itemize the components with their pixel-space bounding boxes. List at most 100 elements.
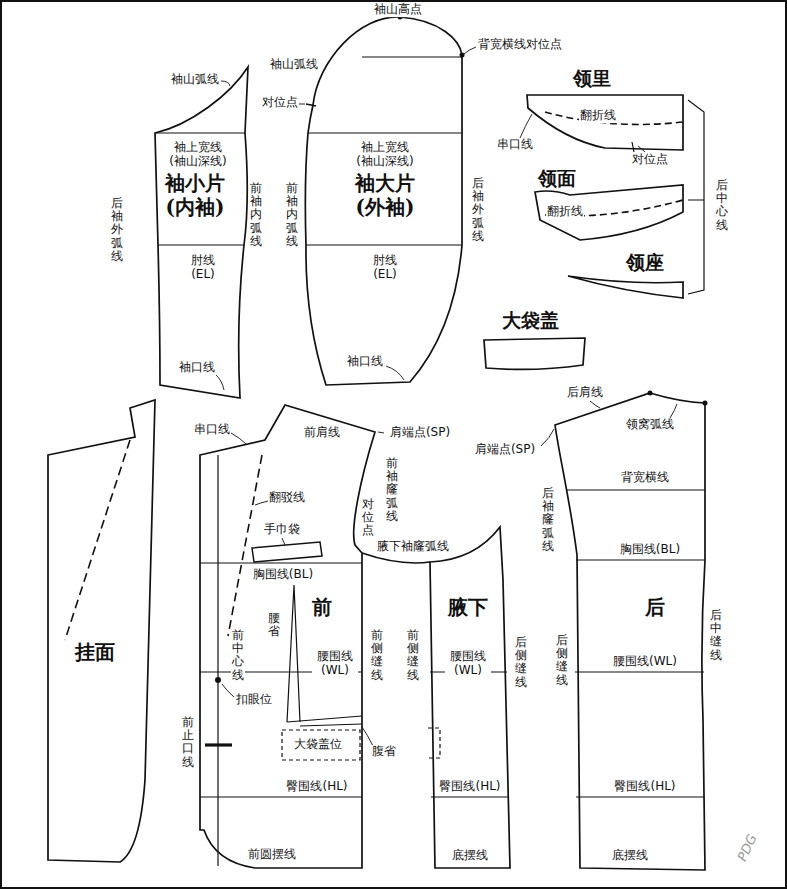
piece-name: 袖大片 (外袖): [345, 171, 425, 219]
pattern-line: [567, 490, 705, 797]
callout-label: 前袖内弧线: [285, 181, 299, 249]
leader-line: [362, 727, 373, 746]
callout-label: 对位点: [631, 153, 669, 167]
callout-label: 腹省: [371, 745, 397, 759]
dart: [287, 716, 362, 726]
callout-label: 前侧缝线: [406, 628, 420, 683]
leader-line: [590, 401, 600, 408]
piece-outline: [484, 338, 585, 369]
callout-label: 后中缝线: [709, 608, 723, 663]
leader-line: [378, 432, 384, 433]
callout-label: 袖山弧线: [170, 73, 220, 87]
callout-label: 肩端点(SP): [389, 426, 451, 440]
fold-line: [228, 455, 262, 636]
piece-outline: [155, 67, 248, 398]
pattern-line: [200, 563, 362, 797]
pattern-line: [217, 455, 218, 866]
callout-label: 袖上宽线 (袖山深线): [164, 141, 232, 169]
piece-name: 腋下: [448, 595, 488, 619]
callout-label: 底摆线: [451, 849, 489, 863]
callout-label: 翻折线: [546, 205, 584, 219]
bracket: [688, 100, 704, 294]
pattern-line: [306, 57, 462, 245]
callout-label: 前肩线: [303, 426, 341, 440]
piece-name: 后: [645, 595, 665, 619]
pocket-position: [428, 728, 440, 758]
callout-label: 后肩线: [566, 386, 604, 400]
pattern-piece: 袖小片 (内袖): [150, 62, 252, 402]
callout-label: 肩端点(SP): [474, 443, 536, 457]
callout-label: 大袋盖位: [293, 738, 343, 752]
leader-line: [231, 433, 246, 444]
callout-label: 翻驳线: [268, 491, 306, 505]
callout-label: 臀围线(HL): [285, 780, 348, 794]
leader-line: [541, 429, 554, 446]
armhole-line: [362, 553, 430, 563]
callout-label: 腰围线 (WL): [445, 650, 491, 678]
callout-label: 臀围线(HL): [613, 780, 676, 794]
callout-label: 后袖外弧线: [110, 196, 124, 264]
piece-outline: [200, 405, 375, 868]
callout-label: 背宽横线对位点: [477, 38, 563, 52]
callout-label: 对位点: [261, 96, 299, 110]
pattern-piece: 大袋盖: [478, 305, 590, 375]
callout-label: 后袖窿弧线: [541, 486, 555, 554]
piece-outline: [527, 95, 683, 150]
piece-name: 领面: [538, 167, 576, 190]
callout-label: 后袖外弧线: [471, 176, 485, 244]
notch-mark: [306, 104, 316, 106]
callout-label: 背宽横线: [620, 471, 670, 485]
callout-label: 袖口线: [346, 355, 384, 369]
callout-label: 肘线 (EL): [364, 254, 406, 282]
pattern-line: [155, 133, 245, 245]
pattern-piece: 前: [196, 400, 380, 874]
leader-line: [464, 47, 476, 54]
callout-label: 领窝弧线: [625, 418, 675, 432]
piece-outline: [568, 276, 683, 298]
callout-label: 后中心线: [715, 178, 729, 233]
callout-label: 腋下袖窿弧线: [376, 540, 450, 554]
leader-line: [282, 538, 285, 545]
callout-label: 腰围线(WL): [612, 655, 678, 669]
leader-line: [215, 374, 224, 390]
pattern-piece: 领座: [562, 248, 688, 302]
leader-line: [670, 404, 677, 418]
piece-outline: [196, 400, 380, 874]
piece-outline: [44, 396, 160, 866]
callout-label: 腰省: [267, 611, 281, 639]
piece-outline: [550, 388, 710, 874]
pattern-piece: 袖大片 (外袖): [300, 12, 468, 390]
piece-outline: [555, 393, 705, 870]
piece-name: 前: [312, 595, 332, 619]
piece-outline: [425, 522, 515, 874]
callout-label: 前侧缝线: [370, 628, 384, 683]
piece-outline: [430, 527, 510, 868]
callout-label: 底摆线: [611, 849, 649, 863]
pattern-piece: 腋下: [425, 522, 515, 874]
callout-label: 翻折线: [579, 109, 617, 123]
pattern-piece: 后: [550, 388, 710, 874]
piece-name: 领里: [573, 67, 611, 90]
pocket-position: [282, 730, 360, 760]
callout-label: 扣眼位: [235, 693, 273, 707]
callout-label: 后侧缝线: [555, 633, 569, 688]
callout-label: 对位点: [361, 497, 375, 539]
callout-label: 前袖窿弧线: [385, 456, 399, 524]
fold-line: [65, 440, 130, 640]
leader-line: [520, 114, 532, 138]
watermark: PDG: [735, 831, 761, 864]
leader-line: [255, 501, 268, 505]
callout-label: 串口线: [193, 423, 231, 437]
callout-label: 后侧缝线: [514, 635, 528, 690]
callout-label: 肘线 (EL): [182, 254, 224, 282]
piece-name: 大袋盖: [502, 309, 559, 332]
piece-name: 袖小片 (内袖): [155, 171, 235, 219]
callout-label: 前袖内弧线: [249, 181, 263, 249]
leader-line: [222, 684, 234, 697]
callout-label: 前止口线: [181, 715, 195, 770]
callout-label: 串口线: [496, 138, 534, 152]
callout-label: 袖山弧线: [269, 58, 319, 72]
callout-label: 手巾袋: [263, 523, 301, 537]
leader-line: [221, 81, 230, 86]
